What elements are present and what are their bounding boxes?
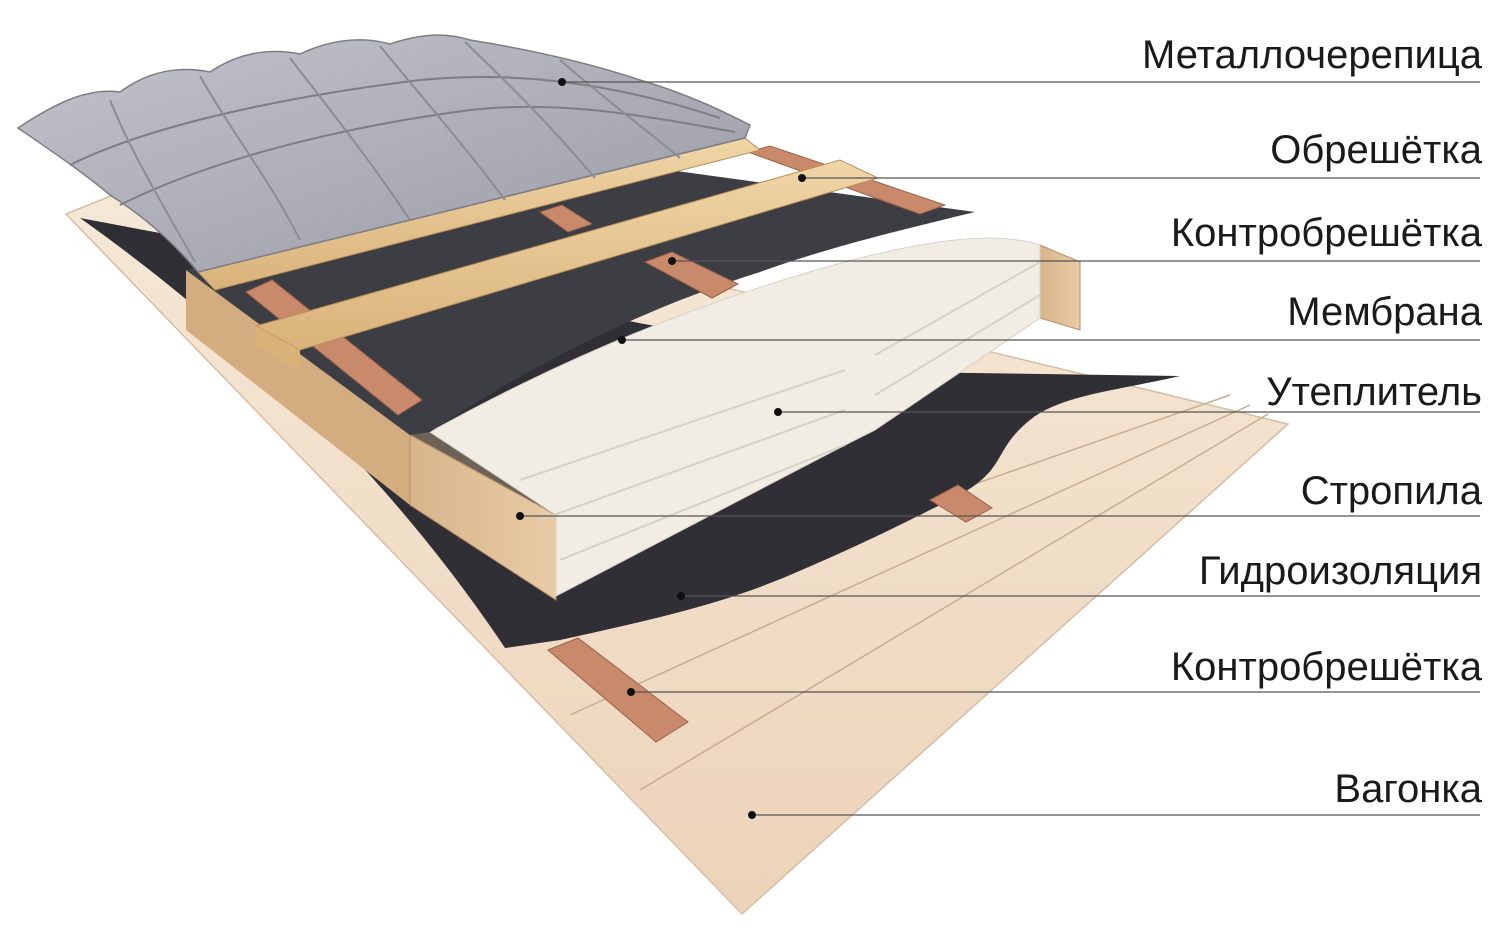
insulation-marker-dot <box>774 408 782 416</box>
waterproofing-label: Гидроизоляция <box>1199 549 1482 593</box>
counter-batten-bottom-layer <box>547 484 993 743</box>
membrane-marker-dot <box>618 336 626 344</box>
insulation-label: Утеплитель <box>1266 370 1482 414</box>
counter-batten-top-label: Контробрешётка <box>1171 211 1483 255</box>
callouts: МеталлочерепицаОбрешёткаКонтробрешёткаМе… <box>516 33 1483 819</box>
batten-label: Обрешётка <box>1270 128 1483 172</box>
metal-tile-label: Металлочерепица <box>1142 33 1483 77</box>
batten-layer <box>197 137 880 372</box>
counter-batten-top-marker-dot <box>668 257 676 265</box>
metal-tile-layer <box>16 34 751 273</box>
insulation-layer <box>429 237 1041 597</box>
membrane-label: Мембрана <box>1287 290 1483 334</box>
rafters-label: Стропила <box>1301 469 1483 513</box>
counter-batten-bottom-marker-dot <box>627 688 635 696</box>
batten-marker-dot <box>798 174 806 182</box>
rafters-marker-dot <box>516 512 524 520</box>
lining-board-label: Вагонка <box>1334 767 1482 811</box>
counter-batten-bottom-label: Контробрешётка <box>1171 645 1483 689</box>
lining-board-marker-dot <box>748 811 756 819</box>
metal-tile-marker-dot <box>558 78 566 86</box>
waterproofing-marker-dot <box>677 592 685 600</box>
